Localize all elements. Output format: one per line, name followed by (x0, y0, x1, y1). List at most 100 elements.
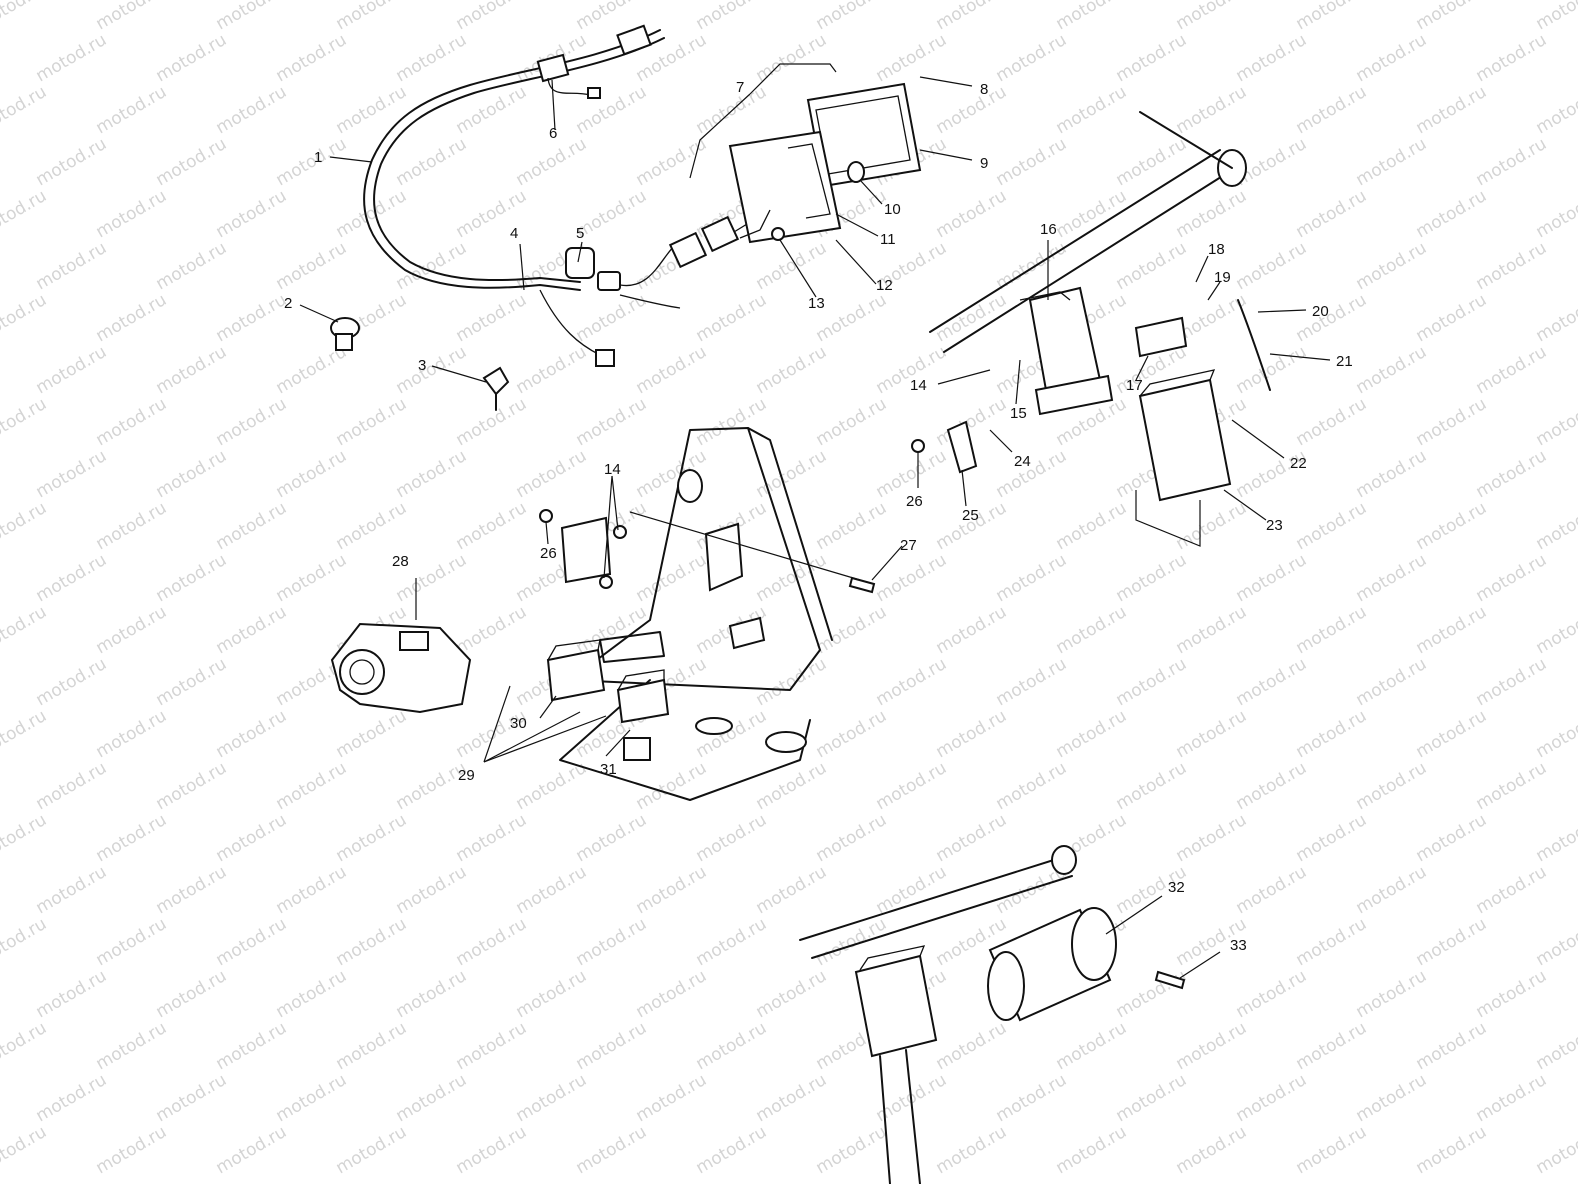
watermark-text: motod.ru (333, 82, 411, 138)
watermark-text: motod.ru (453, 186, 531, 242)
watermark-text: motod.ru (1413, 290, 1491, 346)
coil-module (539, 509, 627, 589)
watermark-text: motod.ru (813, 394, 891, 450)
watermark-text: motod.ru (753, 342, 831, 398)
watermark-text: motod.ru (513, 134, 591, 190)
watermark-text: motod.ru (273, 134, 351, 190)
watermark-text: motod.ru (1353, 342, 1431, 398)
callout-labels: 1 2 3 4 5 6 7 8 9 10 11 12 13 14 14 15 1… (284, 79, 1353, 954)
bolt-33 (1154, 970, 1186, 990)
watermark-text: motod.ru (1473, 446, 1551, 502)
watermark-text: motod.ru (1353, 238, 1431, 294)
watermark-text: motod.ru (1053, 82, 1131, 138)
watermark-text: motod.ru (393, 1070, 471, 1126)
connector-part-3 (482, 366, 510, 411)
watermark-text: motod.ru (513, 342, 591, 398)
callout-30: 30 (510, 715, 527, 732)
watermark-text: motod.ru (153, 550, 231, 606)
callout-26b: 26 (540, 545, 557, 562)
watermark-text: motod.ru (933, 602, 1011, 658)
watermark-text: motod.ru (1473, 134, 1551, 190)
watermark-text: motod.ru (213, 914, 291, 970)
watermark-text: motod.ru (153, 134, 231, 190)
watermark-text: motod.ru (93, 290, 171, 346)
callout-14a: 14 (604, 461, 621, 478)
watermark-text: motod.ru (333, 186, 411, 242)
callout-17: 17 (1126, 377, 1143, 394)
watermark-text: motod.ru (93, 498, 171, 554)
watermark-text: motod.ru (1413, 810, 1491, 866)
watermark-text: motod.ru (333, 810, 411, 866)
watermark-text: motod.ru (813, 0, 891, 34)
watermark-text: motod.ru (0, 394, 50, 450)
watermark-text: motod.ru (693, 0, 771, 34)
starter-area (799, 845, 1077, 1184)
watermark-text: motod.ru (393, 342, 471, 398)
watermark-text: motod.ru (33, 1070, 111, 1126)
watermark-text: motod.ru (753, 966, 831, 1022)
watermark-text: motod.ru (93, 186, 171, 242)
watermark-text: motod.ru (753, 862, 831, 918)
watermark-text: motod.ru (1413, 706, 1491, 762)
watermark-text: motod.ru (813, 498, 891, 554)
watermark-text: motod.ru (1233, 30, 1311, 86)
callout-25: 25 (962, 507, 979, 524)
watermark-text: motod.ru (1473, 966, 1551, 1022)
watermark-text: motod.ru (33, 654, 111, 710)
callout-23: 23 (1266, 517, 1283, 534)
callout-2: 2 (284, 295, 292, 312)
watermark-text: motod.ru (1293, 498, 1371, 554)
watermark-text: motod.ru (1533, 1018, 1578, 1074)
watermark-text: motod.ru (33, 862, 111, 918)
watermark-text: motod.ru (1173, 186, 1251, 242)
module-30 (546, 639, 606, 702)
watermark-text: motod.ru (1413, 602, 1491, 658)
watermark-text: motod.ru (0, 186, 50, 242)
watermark-text: motod.ru (153, 342, 231, 398)
watermark-text: motod.ru (1293, 602, 1371, 658)
watermark-text: motod.ru (873, 654, 951, 710)
leader-lines (299, 63, 1331, 979)
watermark-text: motod.ru (1473, 758, 1551, 814)
watermark-text: motod.ru (0, 810, 50, 866)
watermark-text: motod.ru (153, 238, 231, 294)
watermark-text: motod.ru (1113, 966, 1191, 1022)
watermark-text: motod.ru (453, 0, 531, 34)
watermark-text: motod.ru (1533, 82, 1578, 138)
watermark-text: motod.ru (453, 1018, 531, 1074)
watermark-text: motod.ru (1233, 550, 1311, 606)
watermark-text: motod.ru (813, 706, 891, 762)
callout-12: 12 (876, 277, 893, 294)
module-31 (616, 669, 670, 761)
watermark-text: motod.ru (1413, 498, 1491, 554)
watermark-text: motod.ru (453, 394, 531, 450)
watermark-text: motod.ru (993, 1070, 1071, 1126)
watermark-text: motod.ru (273, 30, 351, 86)
watermark-text: motod.ru (1533, 394, 1578, 450)
watermark-text: motod.ru (1173, 810, 1251, 866)
frame-tube-right (929, 111, 1247, 353)
watermark-text: motod.ru (1053, 602, 1131, 658)
watermark-text: motod.ru (1293, 394, 1371, 450)
watermark-text: motod.ru (453, 602, 531, 658)
watermark-text: motod.ru (273, 550, 351, 606)
watermark-text: motod.ru (1413, 186, 1491, 242)
watermark-text: motod.ru (213, 498, 291, 554)
battery (1134, 316, 1232, 502)
watermark-text: motod.ru (333, 0, 411, 34)
watermark-text: motod.ru (1233, 238, 1311, 294)
watermark-text: motod.ru (333, 1018, 411, 1074)
watermark-text: motod.ru (153, 1070, 231, 1126)
battery-bracket (1019, 286, 1114, 416)
callout-19: 19 (1214, 269, 1231, 286)
watermark-text: motod.ru (0, 0, 50, 34)
watermark-text: motod.ru (273, 862, 351, 918)
watermark-text: motod.ru (573, 1018, 651, 1074)
watermark-text: motod.ru (1413, 1122, 1491, 1178)
watermark-text: motod.ru (993, 134, 1071, 190)
watermark-text: motod.ru (633, 550, 711, 606)
watermark-text: motod.ru (93, 82, 171, 138)
watermark-text: motod.ru (1233, 862, 1311, 918)
watermark-text: motod.ru (1293, 1018, 1371, 1074)
watermark-text: motod.ru (1113, 1070, 1191, 1126)
